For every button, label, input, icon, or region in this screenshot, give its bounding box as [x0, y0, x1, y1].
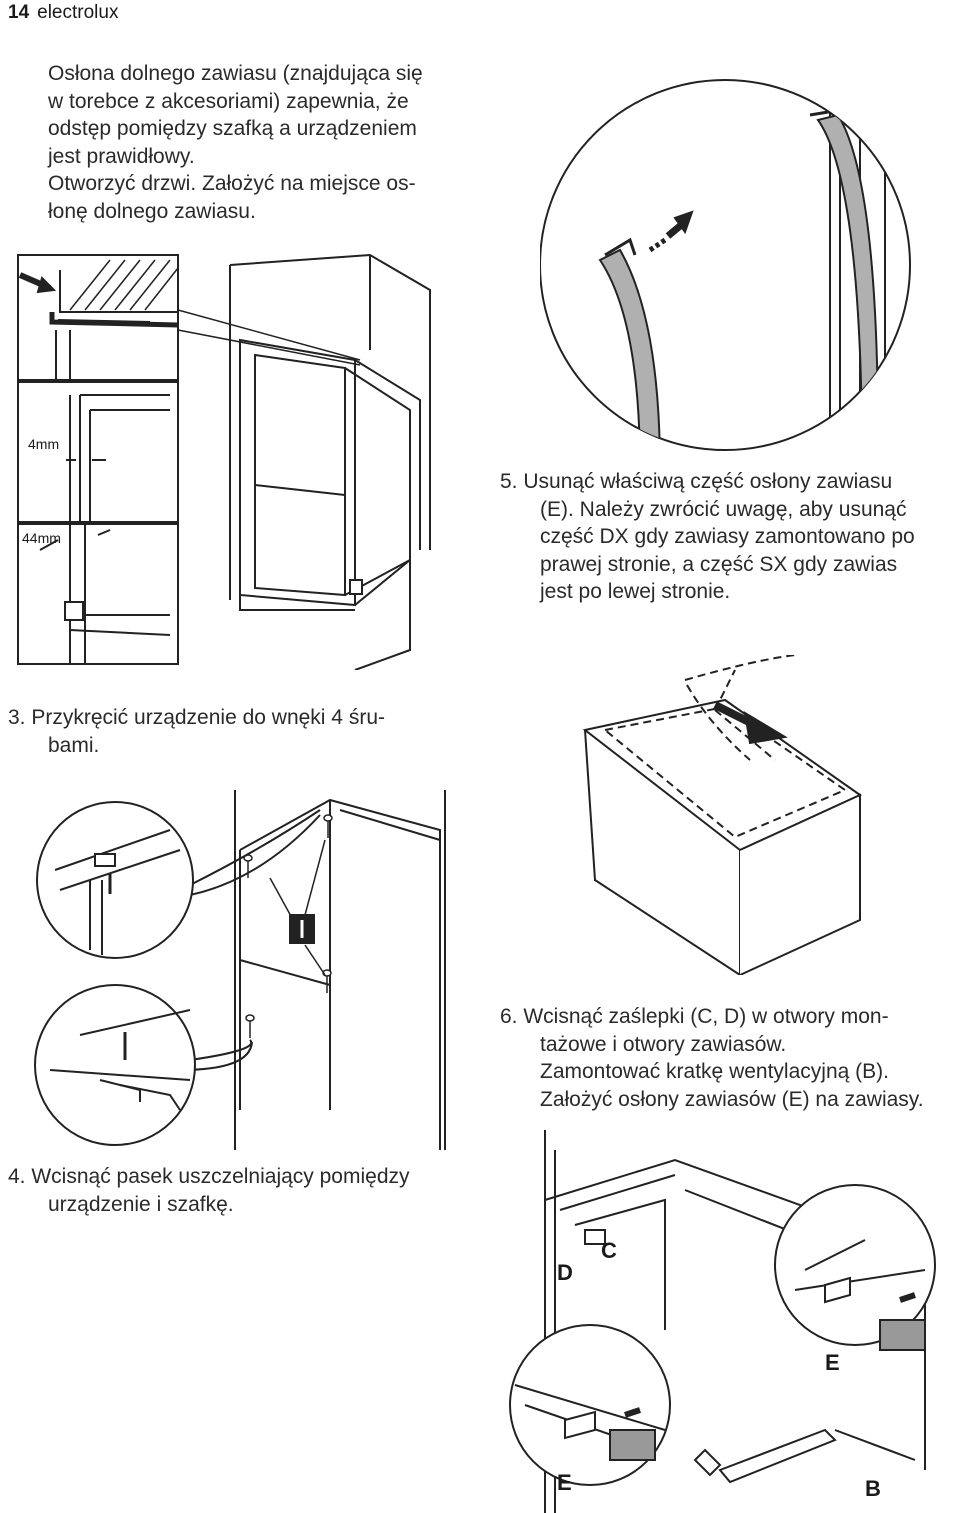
brand-name: electrolux: [37, 2, 119, 23]
text-line: 3. Przykręcić urządzenie do wnęki 4 śru-: [8, 706, 385, 729]
text-line: tażowe i otwory zawiasów.: [540, 1032, 787, 1056]
text-line: prawej stronie, a część SX gdy zawias: [540, 552, 898, 576]
dimension-label-44mm: 44mm: [22, 530, 61, 546]
text-line: urządzenie i szafkę.: [48, 1192, 234, 1216]
text-line: 6. Wcisnąć zaślepki (C, D) w otwory mon-: [500, 1005, 889, 1028]
label-E-left: E: [557, 1470, 572, 1495]
figure-covers-and-grille: C D E E B: [505, 1130, 950, 1513]
page-header: 14 electrolux: [8, 2, 118, 24]
label-E-right: E: [825, 1350, 840, 1375]
text-line: Osłona dolnego zawiasu (znajdująca się: [48, 62, 423, 85]
intro-instruction: Osłona dolnego zawiasu (znajdująca się w…: [48, 60, 423, 225]
label-I: I: [293, 913, 317, 914]
text-line: (E). Należy zwrócić uwagę, aby usunąć: [540, 497, 907, 521]
text-line: łonę dolnego zawiasu.: [48, 199, 256, 223]
figure-seal-strip-detail: [540, 60, 920, 470]
text-line: część DX gdy zawiasy zamontowano po: [540, 525, 915, 548]
text-line: odstęp pomiędzy szafką a urządzeniem: [48, 117, 417, 140]
step3-instruction: 3. Przykręcić urządzenie do wnęki 4 śru-…: [8, 704, 385, 759]
label-D: D: [557, 1260, 573, 1285]
text-line: jest prawidłowy.: [48, 144, 195, 168]
step4-instruction: 4. Wcisnąć pasek uszczelniający pomiędzy…: [8, 1163, 410, 1218]
figure-hinge-cover: 4mm 44mm: [10, 250, 440, 670]
figure-hinge-cover-part: [575, 655, 875, 975]
dimension-label-4mm: 4mm: [28, 436, 60, 452]
text-line: Zamontować kratkę wentylacyjną (B).: [540, 1060, 889, 1083]
page-number: 14: [8, 2, 30, 23]
text-line: Założyć osłony zawiasów (E) na zawiasy.: [540, 1087, 924, 1111]
text-line: 5. Usunąć właściwą część osłony zawiasu: [500, 470, 893, 493]
text-line: jest po lewej stronie.: [540, 580, 731, 603]
step6-instruction: 6. Wcisnąć zaślepki (C, D) w otwory mon-…: [500, 1003, 924, 1113]
label-B: B: [865, 1476, 881, 1501]
label-C: C: [601, 1238, 617, 1263]
figure-screw-mounting: I: [30, 770, 460, 1150]
text-line: Otworzyć drzwi. Założyć na miejsce os-: [48, 172, 416, 195]
text-line: w torebce z akcesoriami) zapewnia, że: [48, 89, 409, 113]
text-line: bami.: [48, 733, 100, 757]
step5-instruction: 5. Usunąć właściwą część osłony zawiasu …: [500, 468, 915, 606]
text-line: 4. Wcisnąć pasek uszczelniający pomiędzy: [8, 1165, 410, 1188]
